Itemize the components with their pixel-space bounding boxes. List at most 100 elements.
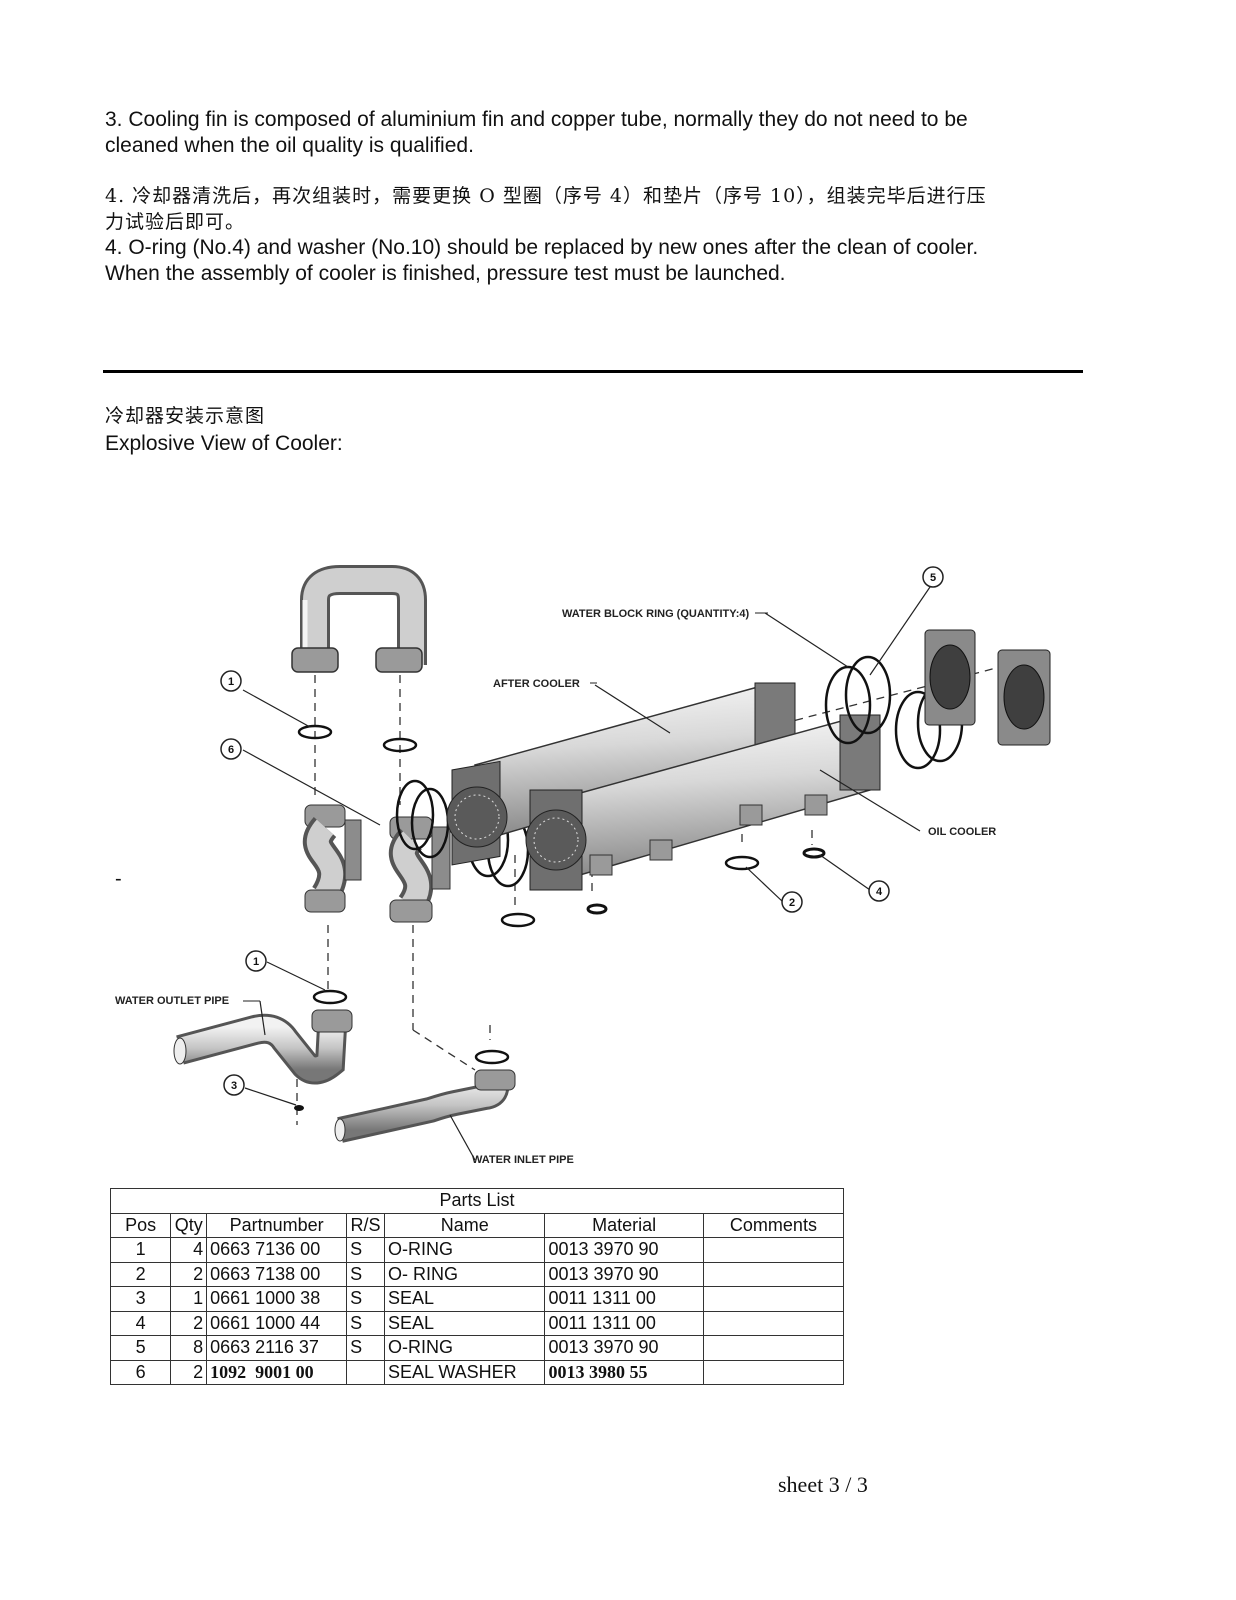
header-elbow-left [302,804,362,913]
section-heading: 冷却器安装示意图 Explosive View of Cooler: [105,402,343,458]
paragraph-4-chinese-line: 力试验后即可。 [105,211,246,233]
paragraph-4-english-line: When the assembly of cooler is finished,… [105,262,786,285]
header-comments: Comments [702,1212,845,1238]
label-water-outlet-pipe: WATER OUTLET PIPE [115,995,229,1007]
paragraph-4-english-line: 4. O-ring (No.4) and washer (No.10) shou… [105,236,979,259]
cell-qty: 1 [170,1286,208,1312]
paragraph-4-chinese-line: 4. 冷却器清洗后，再次组装时，需要更换 O 型圈（序号 4）和垫片（序号 10… [105,185,987,207]
cell-rs: S [346,1261,385,1287]
cell-comments [702,1261,845,1287]
header-partnumber: Partnumber [206,1212,348,1238]
cell-rs: S [346,1237,385,1263]
paragraph-3-line: cleaned when the oil quality is qualifie… [105,134,474,157]
cell-qty: 8 [170,1335,208,1361]
cell-rs: S [346,1310,385,1336]
table-row: 6 2 1092 9001 00 SEAL WASHER 0013 3980 5… [109,1359,845,1385]
section-heading-chinese: 冷却器安装示意图 [105,405,266,427]
table-row: 4 2 0661 1000 44 S SEAL 0011 1311 00 [109,1310,845,1336]
callout-5: 5 [930,572,936,584]
seal [802,847,826,859]
header-rs: R/S [346,1212,385,1238]
cell-material: 0013 3970 90 [544,1335,704,1361]
water-inlet-pipe [334,1049,516,1143]
cell-partnumber: 1092 9001 00 [206,1359,348,1385]
cell-partnumber: 0663 7138 00 [206,1261,348,1287]
leader-lines [242,586,931,1161]
callout-6: 6 [228,744,234,756]
cell-qty: 2 [170,1359,208,1385]
cell-material: 0011 1311 00 [544,1310,704,1336]
cell-material: 0013 3970 90 [544,1261,704,1287]
cell-pos: 4 [109,1310,172,1336]
cell-comments [702,1359,845,1385]
cell-comments [702,1310,845,1336]
o-ring [724,855,760,871]
cell-partnumber: 0663 7136 00 [206,1237,348,1263]
section-heading-english: Explosive View of Cooler: [105,432,343,455]
cell-name: O-RING [383,1237,546,1263]
cell-qty: 4 [170,1237,208,1263]
callout-1-lower: 1 [253,956,259,968]
table-row: 1 4 0663 7136 00 S O-RING 0013 3970 90 [109,1237,845,1263]
cell-qty: 2 [170,1310,208,1336]
cell-name: O-RING [383,1335,546,1361]
table-row: 3 1 0661 1000 38 S SEAL 0011 1311 00 [109,1286,845,1312]
callout-2: 2 [789,897,795,909]
cell-name: SEAL [383,1286,546,1312]
label-water-block-ring: WATER BLOCK RING (QUANTITY:4) [562,608,750,620]
end-cover-left [924,629,976,726]
cell-partnumber: 0661 1000 44 [206,1310,348,1336]
header-pos: Pos [109,1212,172,1238]
cell-name: SEAL [383,1310,546,1336]
callout-markers [220,566,944,1096]
cell-pos: 6 [109,1359,172,1385]
callout-4: 4 [876,886,883,898]
cell-name: SEAL WASHER [383,1359,546,1385]
seal [294,1105,304,1111]
label-after-cooler: AFTER COOLER [493,678,580,690]
cell-pos: 3 [109,1286,172,1312]
o-ring [382,737,418,753]
parts-list-title: Parts List [110,1188,844,1214]
cell-rs: S [346,1286,385,1312]
header-qty: Qty [170,1212,208,1238]
cell-pos: 1 [109,1237,172,1263]
cell-partnumber: 0663 2116 37 [206,1335,348,1361]
o-ring [297,724,333,740]
header-material: Material [544,1212,704,1238]
o-ring [500,912,536,928]
paragraph-3-line: 3. Cooling fin is composed of aluminium … [105,108,968,131]
stray-dash: - [115,868,122,890]
label-oil-cooler: OIL COOLER [928,826,996,838]
label-water-inlet-pipe: WATER INLET PIPE [472,1154,574,1166]
cell-material: 0011 1311 00 [544,1286,704,1312]
paragraph-3: 3. Cooling fin is composed of aluminium … [105,107,1105,159]
end-cover-right [997,649,1051,746]
cell-material: 0013 3980 55 [544,1359,704,1385]
cell-rs: S [346,1335,385,1361]
u-pipe [291,565,427,673]
cell-qty: 2 [170,1261,208,1287]
cell-comments [702,1286,845,1312]
cell-partnumber: 0661 1000 38 [206,1286,348,1312]
table-row: 2 2 0663 7138 00 S O- RING 0013 3970 90 [109,1261,845,1287]
cell-rs [346,1359,385,1385]
cooler-exploded-view-diagram: 1 6 1 3 2 4 5 WATER BLOCK RING (QUANTITY… [115,565,1051,1166]
table-row: 5 8 0663 2116 37 S O-RING 0013 3970 90 [109,1335,845,1361]
horizontal-divider [103,370,1083,373]
parts-list-header-row: Pos Qty Partnumber R/S Name Material Com… [109,1212,845,1238]
sheet-number: sheet 3 / 3 [778,1472,868,1497]
cell-pos: 5 [109,1335,172,1361]
callout-3: 3 [231,1080,237,1092]
cell-material: 0013 3970 90 [544,1237,704,1263]
oil-cooler [525,714,881,891]
cell-comments [702,1335,845,1361]
parts-list-table: Parts List Pos Qty Partnumber R/S Name M… [109,1188,845,1385]
cell-name: O- RING [383,1261,546,1287]
water-outlet-pipe [173,989,353,1111]
cell-pos: 2 [109,1261,172,1287]
seal [586,903,608,915]
paragraph-4: 4. 冷却器清洗后，再次组装时，需要更换 O 型圈（序号 4）和垫片（序号 10… [105,183,1105,287]
cell-comments [702,1237,845,1263]
header-name: Name [383,1212,546,1238]
